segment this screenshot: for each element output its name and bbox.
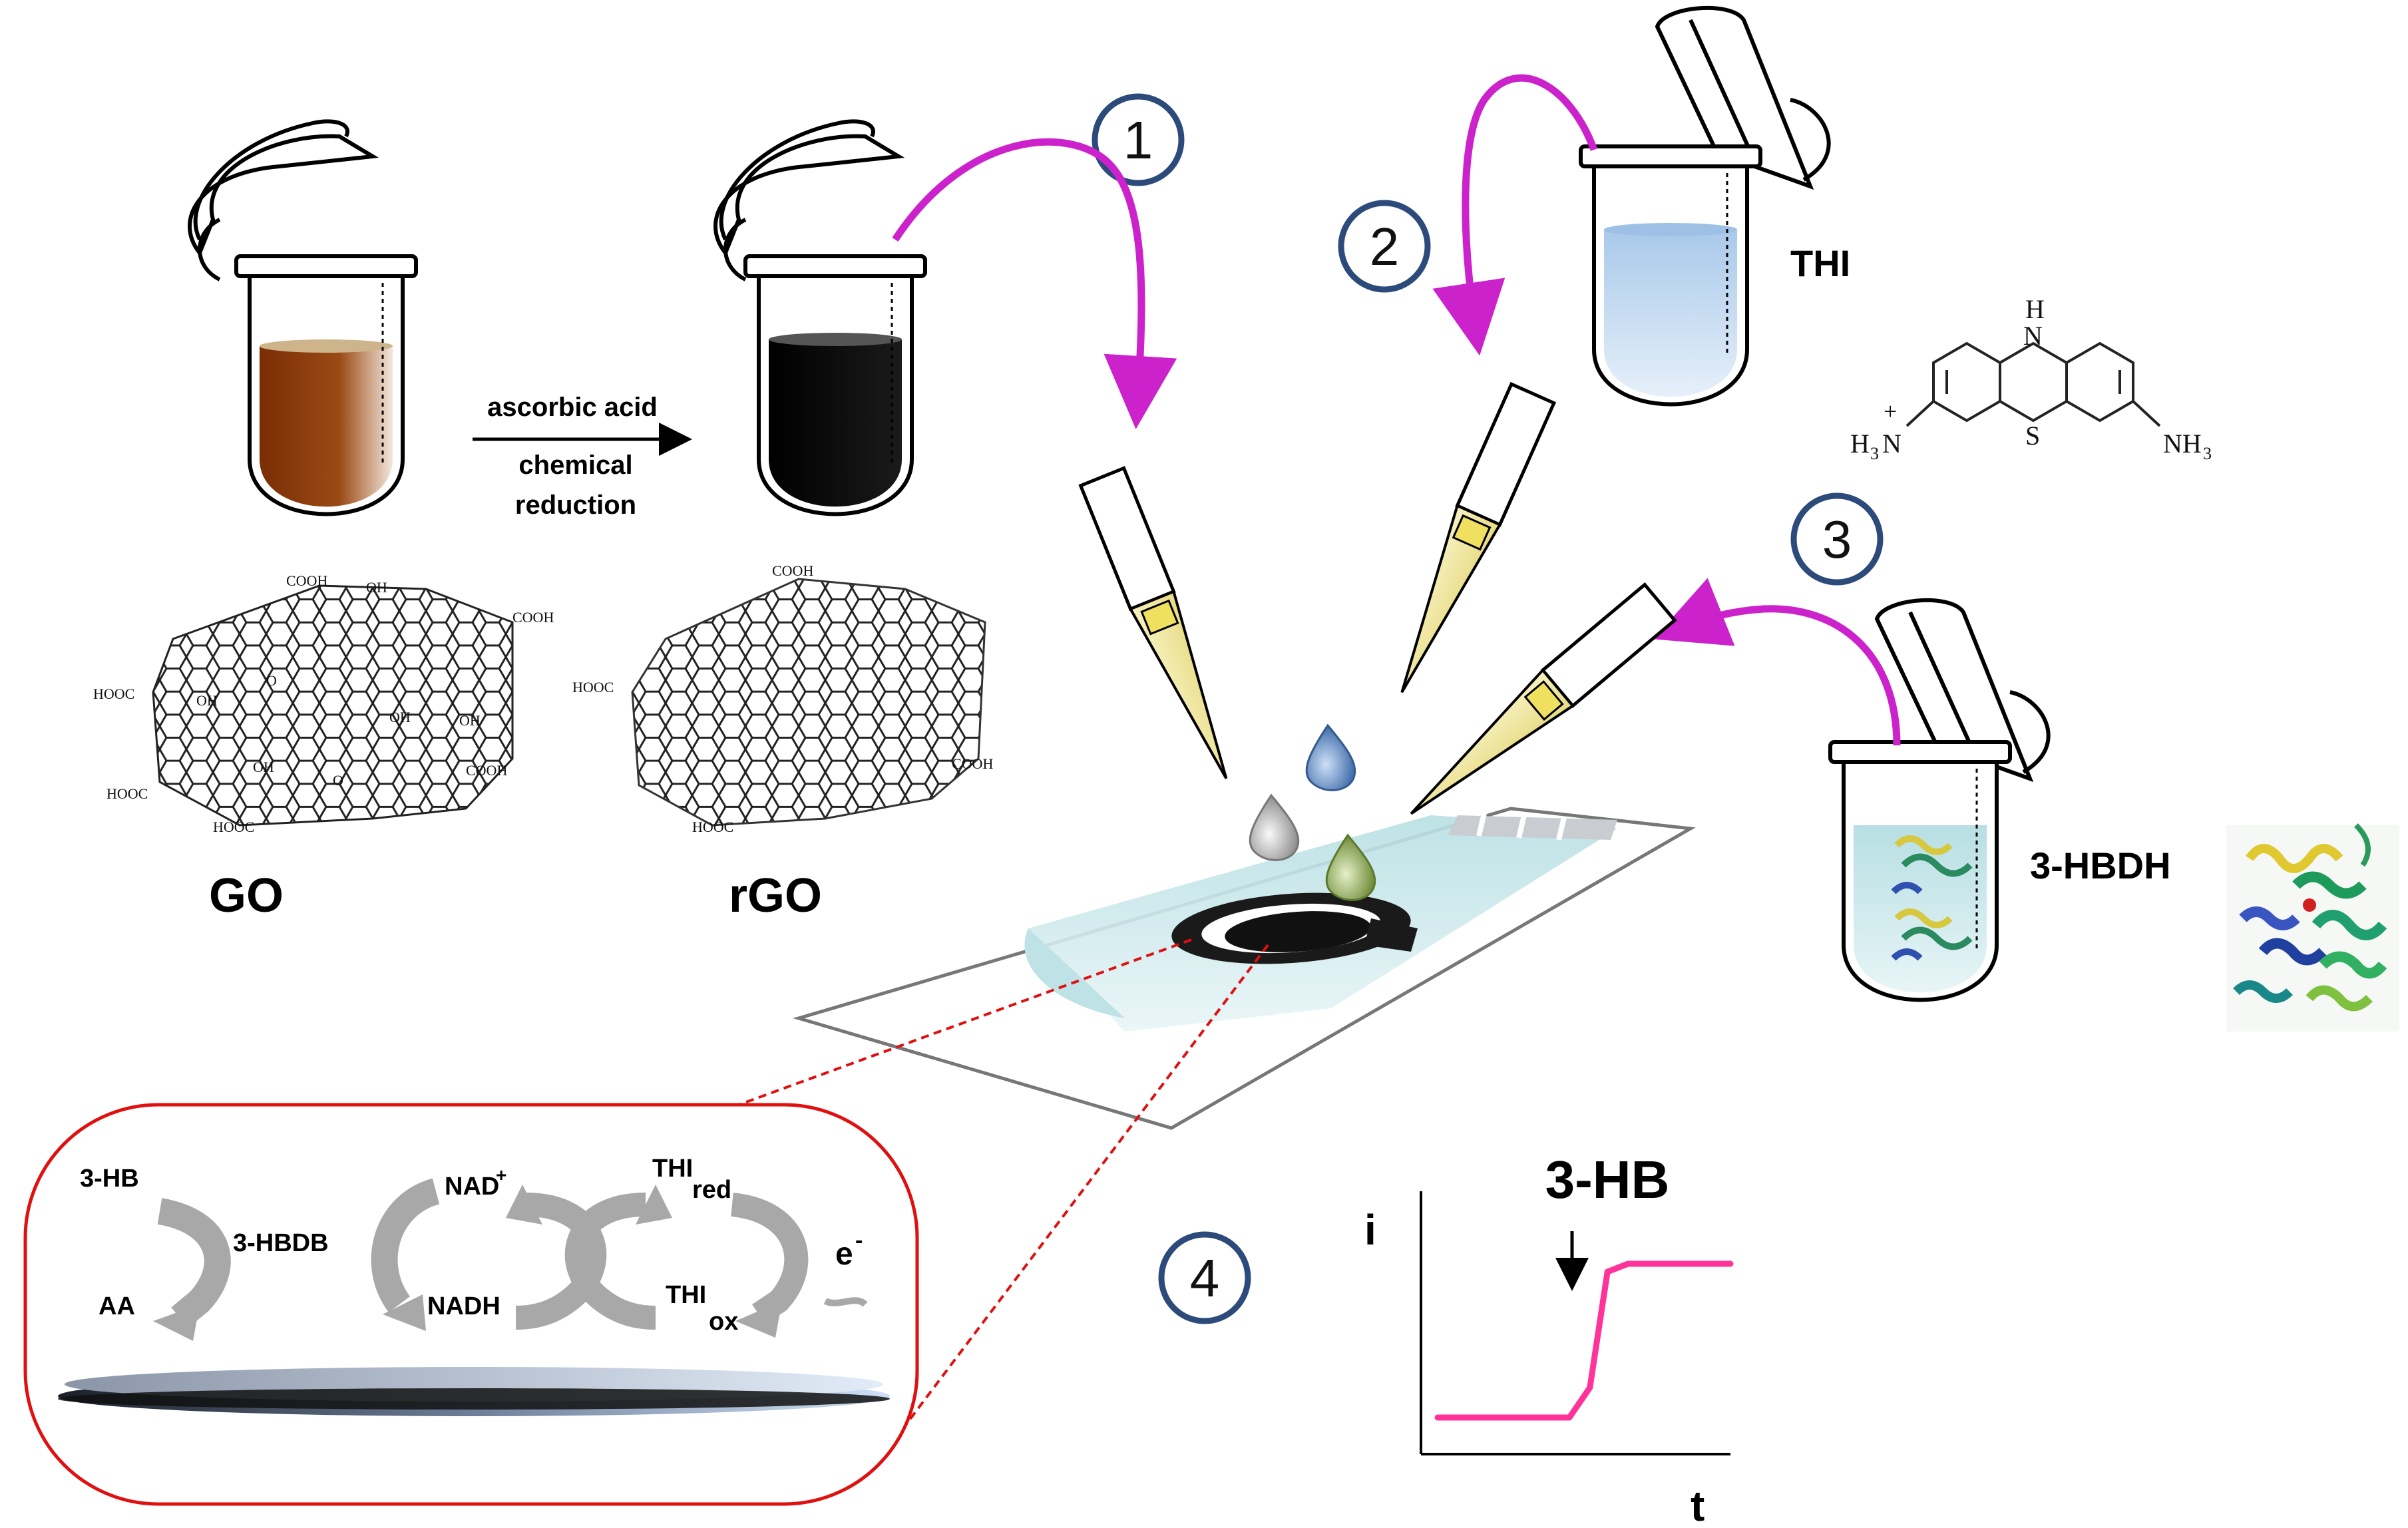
- zoom-line-top: [738, 938, 1192, 1106]
- go-cooh-2: COOH: [512, 609, 554, 626]
- chart-ylabel: i: [1364, 1206, 1376, 1254]
- reaction-bottom-label-2: reduction: [515, 490, 636, 520]
- screen-printed-electrode: [793, 807, 1696, 1130]
- go-hooc-2: HOOC: [106, 785, 148, 802]
- mol-n-top: N: [2023, 321, 2043, 351]
- mech-3hbdb: 3-HBDB: [233, 1229, 329, 1257]
- mech-red: red: [692, 1176, 731, 1204]
- mech-3hb: 3-HB: [80, 1165, 139, 1193]
- go-hooc-1: HOOC: [93, 685, 134, 702]
- go-o-2: O: [333, 772, 343, 789]
- go-o-1: O: [266, 672, 277, 689]
- mol-s: S: [2025, 421, 2040, 451]
- mech-aa: AA: [99, 1292, 135, 1320]
- chart-series-line: [1434, 1260, 1734, 1421]
- thi-tube: [1579, 5, 1831, 407]
- go-tube: [188, 119, 418, 516]
- mech-thi-red: THI: [652, 1155, 693, 1183]
- enzyme-protein-mini: [1891, 835, 1973, 961]
- enzyme-protein-structure: [2226, 823, 2399, 1032]
- reaction-top-label: ascorbic acid: [487, 393, 658, 422]
- rgo-cooh-2: COOH: [952, 755, 993, 772]
- mech-electron-sup: -: [855, 1228, 863, 1253]
- svg-text:3: 3: [1822, 510, 1852, 569]
- drop-blue: [1305, 723, 1356, 791]
- thi-label: THI: [1790, 242, 1850, 284]
- rgo-sheet: COOH HOOC COOH HOOC: [572, 562, 993, 835]
- amperometric-chart: i t 3-HB: [1364, 1150, 1734, 1528]
- mech-nad: NAD: [445, 1173, 499, 1201]
- svg-text:1: 1: [1123, 110, 1153, 170]
- mol-nh3: NH: [2163, 429, 2202, 459]
- step-2-arrow: [1432, 74, 1598, 356]
- go-oh-1: OH: [366, 579, 387, 596]
- zoom-line-bottom: [867, 944, 1269, 1475]
- reduction-arrow: ascorbic acid chemical reduction: [473, 393, 692, 520]
- chart-xlabel: t: [1691, 1482, 1705, 1528]
- go-oh-5: OH: [253, 759, 274, 775]
- rgo-hooc-1: HOOC: [572, 679, 614, 695]
- mol-h3n-sub: 3: [1870, 444, 1879, 463]
- go-oh-2: OH: [196, 692, 218, 709]
- mol-h3n-n: N: [1882, 429, 1902, 459]
- step-3-arrow: [1653, 578, 1901, 746]
- step-4-marker: 4: [1158, 1231, 1251, 1324]
- mol-h3n-h: H: [1850, 429, 1870, 459]
- chart-title: 3-HB: [1545, 1150, 1670, 1209]
- svg-text:4: 4: [1190, 1248, 1220, 1308]
- step-3-marker: 3: [1790, 492, 1884, 586]
- mech-nad-sup: +: [496, 1165, 506, 1185]
- drop-grey: [1249, 793, 1300, 861]
- rgo-hooc-2: HOOC: [692, 819, 733, 835]
- pipette-1: [1078, 466, 1228, 779]
- go-hooc-3: HOOC: [213, 819, 254, 835]
- drop-green: [1325, 833, 1376, 901]
- reaction-bottom-label-1: chemical: [518, 451, 632, 480]
- thionine-structure: [1906, 341, 2161, 427]
- pipette-2: [1400, 381, 1557, 693]
- go-oh-4: OH: [389, 709, 411, 725]
- go-sheet: COOH OH COOH HOOC OH O OH OH COOH HOOC O…: [93, 572, 554, 835]
- mech-thi-ox: THI: [666, 1281, 706, 1309]
- step-2-marker: 2: [1338, 200, 1431, 293]
- mol-h-top: H: [2025, 294, 2045, 324]
- go-cooh-3: COOH: [466, 762, 507, 779]
- mol-nh3-sub: 3: [2203, 444, 2212, 463]
- go-label: GO: [209, 869, 284, 922]
- go-oh-3: OH: [459, 712, 481, 729]
- rgo-label: rGO: [729, 869, 822, 922]
- mech-ox: ox: [709, 1308, 738, 1336]
- rgo-tube: [713, 119, 927, 516]
- mech-electron: e: [835, 1237, 853, 1272]
- pipette-3: [1410, 582, 1677, 815]
- go-cooh-1: COOH: [286, 572, 327, 589]
- step-1-arrow: [892, 138, 1177, 429]
- step-1-marker: 1: [1092, 93, 1185, 186]
- hbdh-tube: [1828, 598, 2051, 1002]
- rgo-cooh-1: COOH: [772, 562, 813, 579]
- svg-text:2: 2: [1370, 217, 1400, 276]
- hbdh-label: 3-HBDH: [2030, 845, 2171, 886]
- mol-plus: +: [1884, 398, 1897, 425]
- mechanism-panel: 3-HB AA 3-HBDB NAD + NADH THI red THI ox…: [23, 1103, 919, 1506]
- mech-nadh: NADH: [427, 1292, 501, 1320]
